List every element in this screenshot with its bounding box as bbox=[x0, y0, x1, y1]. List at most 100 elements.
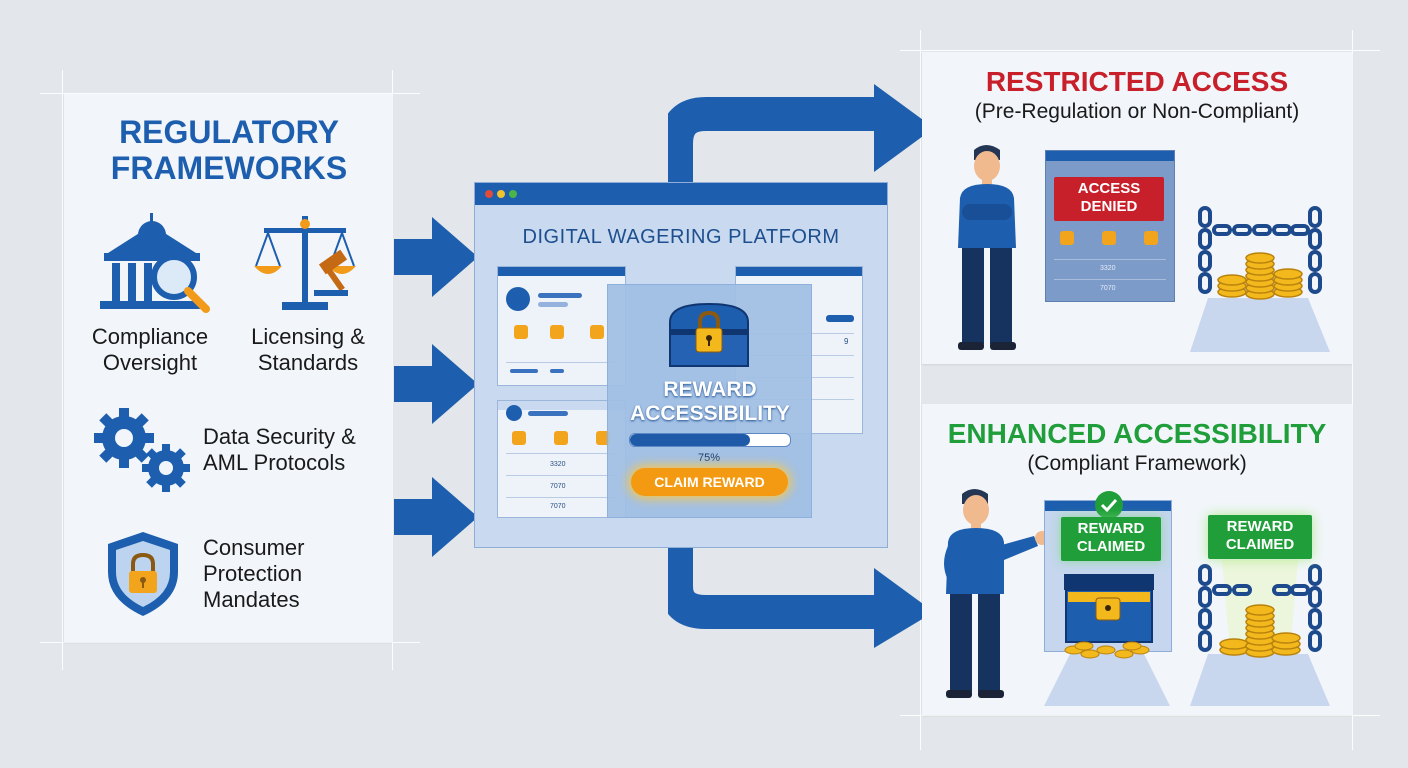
coin-chip-icon bbox=[514, 325, 528, 339]
licensing-label-line1: Licensing & bbox=[251, 324, 365, 349]
scales-gavel-icon bbox=[254, 216, 356, 310]
placeholder-bar bbox=[538, 302, 568, 307]
regulatory-title-line1: REGULATORY bbox=[119, 114, 339, 150]
mini-titlebar bbox=[736, 267, 862, 276]
mini-window: 3320 7070 7070 bbox=[497, 400, 626, 518]
guide-line bbox=[900, 50, 1380, 51]
progress-fill bbox=[630, 434, 750, 446]
mini-titlebar bbox=[498, 267, 625, 276]
shield-lock-icon bbox=[108, 532, 178, 616]
access-denied-line1: ACCESS bbox=[1077, 180, 1141, 197]
coin-chip-icon bbox=[1060, 231, 1074, 245]
open-treasure-chest-icon bbox=[1044, 574, 1170, 706]
coin-chip-icon bbox=[512, 431, 526, 445]
mini-value: 9 bbox=[844, 337, 849, 346]
person-arms-crossed-icon bbox=[958, 145, 1016, 350]
arrow-right-icon bbox=[394, 217, 478, 297]
chained-coins-icon bbox=[1190, 206, 1330, 352]
guide-line bbox=[40, 642, 420, 643]
guide-line bbox=[900, 715, 1380, 716]
window-titlebar bbox=[475, 183, 887, 205]
coin-chip-icon bbox=[550, 325, 564, 339]
unlocked-coins-icon bbox=[1190, 560, 1330, 706]
compliance-label-line1: Compliance bbox=[91, 324, 209, 349]
reward-claimed-line1: REWARD bbox=[1077, 520, 1145, 537]
coin-chip-icon bbox=[596, 431, 610, 445]
platform-title: DIGITAL WAGERING PLATFORM bbox=[522, 226, 840, 248]
arrow-right-icon bbox=[394, 344, 478, 424]
locked-treasure-chest-icon bbox=[669, 302, 749, 367]
mini-window bbox=[497, 266, 626, 386]
placeholder-bar bbox=[538, 293, 582, 298]
data-security-label: Data Security & AML Protocols bbox=[203, 424, 383, 476]
restricted-title: RESTRICTED ACCESS bbox=[985, 66, 1289, 97]
reward-claimed-badge: REWARD CLAIMED bbox=[1208, 515, 1312, 559]
enhanced-subtitle: (Compliant Framework) bbox=[1027, 452, 1247, 475]
guide-line bbox=[1352, 30, 1353, 750]
reward-claimed-line1: REWARD bbox=[1226, 518, 1294, 535]
consumer-protection-label-line2: Protection bbox=[203, 561, 303, 586]
table-row bbox=[1054, 279, 1166, 280]
checkmark-icon bbox=[1095, 491, 1123, 519]
mini-value: 7070 bbox=[550, 483, 566, 490]
data-security-label-line2: AML Protocols bbox=[203, 450, 346, 475]
table-row bbox=[1054, 259, 1166, 260]
reward-title: REWARD ACCESSIBILITY bbox=[610, 378, 810, 426]
licensing-label: Licensing & Standards bbox=[236, 324, 380, 376]
consumer-protection-label-line3: Mandates bbox=[203, 587, 300, 612]
mini-value: 3320 bbox=[550, 461, 566, 468]
reward-title-line1: REWARD bbox=[663, 378, 757, 401]
arrow-right-icon bbox=[394, 477, 478, 557]
placeholder-button bbox=[826, 315, 854, 322]
licensing-label-line2: Standards bbox=[257, 350, 359, 375]
government-building-magnifier-icon bbox=[100, 213, 210, 313]
guide-line bbox=[40, 93, 420, 94]
window-maximize-dot bbox=[509, 190, 517, 198]
guide-line bbox=[62, 70, 63, 670]
reward-title-line2: ACCESSIBILITY bbox=[630, 402, 790, 425]
claim-reward-button[interactable]: CLAIM REWARD bbox=[631, 468, 788, 496]
reward-claimed-line2: CLAIMED bbox=[1225, 536, 1295, 553]
avatar bbox=[506, 287, 530, 311]
compliance-label-line2: Oversight bbox=[102, 350, 198, 375]
person-pointing-icon bbox=[944, 489, 1049, 698]
gears-icon bbox=[94, 408, 190, 492]
restricted-subtitle: (Pre-Regulation or Non-Compliant) bbox=[974, 100, 1300, 123]
consumer-protection-label: Consumer Protection Mandates bbox=[203, 535, 373, 613]
compliance-label: Compliance Oversight bbox=[80, 324, 220, 376]
table-row bbox=[506, 475, 617, 476]
coin-chip-icon bbox=[590, 325, 604, 339]
progress-label: 75% bbox=[697, 452, 721, 464]
regulatory-title-line2: FRAMEWORKS bbox=[110, 150, 348, 186]
window-close-dot bbox=[485, 190, 493, 198]
coin-chip-icon bbox=[1102, 231, 1116, 245]
avatar bbox=[506, 405, 522, 421]
coin-chip-icon bbox=[1144, 231, 1158, 245]
elbow-arrow-up-icon bbox=[668, 84, 934, 186]
restricted-screen: 3320 7070 bbox=[1045, 150, 1175, 302]
screen-titlebar bbox=[1046, 151, 1174, 161]
mini-value: 7070 bbox=[550, 503, 566, 510]
table-row bbox=[506, 453, 617, 454]
window-minimize-dot bbox=[497, 190, 505, 198]
screen-value: 3320 bbox=[1100, 265, 1116, 272]
guide-line bbox=[920, 30, 921, 750]
mini-titlebar bbox=[498, 401, 625, 410]
regulatory-title: REGULATORY FRAMEWORKS bbox=[64, 114, 394, 186]
reward-claimed-badge: REWARD CLAIMED bbox=[1061, 517, 1161, 561]
enhanced-title: ENHANCED ACCESSIBILITY bbox=[947, 418, 1327, 449]
guide-line bbox=[392, 70, 393, 670]
coin-chip-icon bbox=[554, 431, 568, 445]
consumer-protection-label-line1: Consumer bbox=[203, 535, 305, 560]
reward-claimed-line2: CLAIMED bbox=[1076, 538, 1146, 555]
table-row bbox=[506, 497, 617, 498]
data-security-label-line1: Data Security & bbox=[203, 424, 356, 449]
placeholder-bar bbox=[550, 369, 564, 373]
access-denied-line2: DENIED bbox=[1080, 198, 1138, 215]
placeholder-bar bbox=[510, 369, 538, 373]
screen-value: 7070 bbox=[1100, 285, 1116, 292]
access-denied-badge: ACCESS DENIED bbox=[1054, 177, 1164, 221]
table-row bbox=[506, 362, 617, 363]
placeholder-bar bbox=[528, 411, 568, 416]
elbow-arrow-down-icon bbox=[668, 546, 934, 648]
